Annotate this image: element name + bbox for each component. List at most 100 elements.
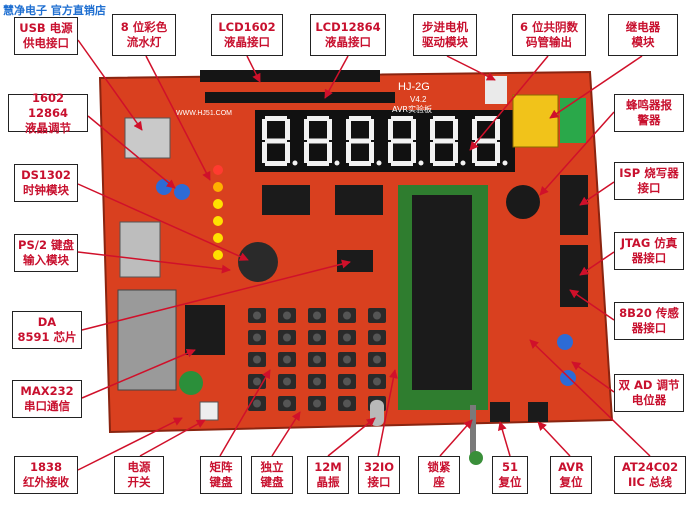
key-cap [253,399,261,408]
label-lcd1602: LCD1602 液晶接口 [211,14,283,56]
segment-digit [304,116,340,166]
label-power: 电源 开关 [114,456,164,494]
key-cap [313,333,321,342]
label-avrreset: AVR 复位 [550,456,592,494]
label-lock: 锁紧 座 [418,456,460,494]
label-ds1302: DS1302 时钟模块 [14,164,78,202]
driver-chip-1 [262,185,310,215]
label-segment: 6 位共阴数 码管输出 [512,14,586,56]
callout-arrow [327,417,376,457]
label-usb: USB 电源 供电接口 [14,17,78,55]
callout-arrow [81,259,351,331]
led [213,216,223,226]
key-cap [253,311,261,320]
callout-arrow [77,251,231,274]
callout-arrow [579,251,615,276]
label-ds18b20: 8B20 传感 器接口 [614,302,684,340]
mcu-chip [412,195,472,390]
key-cap [313,355,321,364]
label-lcdadjust: 1602 12864 液晶调节 [8,91,88,135]
jtag-header [560,245,588,307]
label-buzzer: 蜂鸣器报 警器 [614,94,684,132]
key-cap [373,355,381,364]
label-relay: 继电器 模块 [608,14,678,56]
label-isp: ISP 烧写器 接口 [614,162,684,200]
callout-arrow [219,369,271,457]
led [213,233,223,243]
board-site: WWW.HJ51.COM [176,110,232,117]
lcd12864-header [205,92,395,103]
label-dualad: 双 AD 调节 电位器 [614,374,684,412]
reset51-button [490,402,510,422]
label-jtag: JTAG 仿真 器接口 [614,232,684,270]
crystal [370,400,384,426]
board-brand: HJ-2G [398,81,430,93]
label-reset51: 51 复位 [492,456,528,494]
stepper-connector [485,76,507,104]
callout-arrow [377,369,398,457]
callout-arrow [271,411,301,457]
db9-port [117,289,177,391]
key-cap [313,311,321,320]
led [213,165,223,175]
key-cap [283,377,291,386]
lock-knob [469,451,483,465]
key-cap [313,399,321,408]
usb-connector [124,117,171,159]
callout-arrow [537,421,571,457]
callout-arrow [569,289,615,321]
segment-digit [388,116,424,166]
callout-arrow [77,417,183,471]
battery-holder [238,242,278,282]
label-io32: 32IO 接口 [358,456,400,494]
callout-arrow [246,55,261,83]
label-max232: MAX232 串口通信 [12,380,82,418]
led [213,250,223,260]
key-cap [373,311,381,320]
key-cap [283,399,291,408]
label-at24: AT24C02 IIC 总线 [614,456,686,494]
segment-digit [346,116,382,166]
buzzer [506,185,540,219]
driver-chip-2 [335,185,383,215]
callout-arrow [446,55,496,81]
key-cap [373,333,381,342]
lcd-pot-1 [156,179,172,195]
callout-arrow [87,115,176,189]
segment-digit [472,116,508,166]
led [213,199,223,209]
led [213,182,223,192]
callout-arrow [469,55,549,151]
key-cap [343,311,351,320]
key-cap [283,355,291,364]
label-ps2: PS/2 键盘 输入模块 [14,234,78,272]
ad-pot-1 [557,334,573,350]
ps2-port [119,221,161,278]
relay [512,94,559,148]
relay-terminal [560,98,586,143]
callout-arrow [571,361,615,393]
board-subtitle: AVR实验板 [392,104,432,114]
label-da: DA 8591 芯片 [12,311,82,349]
lcd-pot-2 [174,184,190,200]
callout-arrow [549,55,643,119]
key-cap [313,377,321,386]
lock-lever [470,405,476,455]
capacitor [179,371,203,395]
callout-arrow [81,349,196,399]
max232-chip [185,305,225,355]
key-cap [343,377,351,386]
callout-arrow [324,55,349,99]
key-cap [343,399,351,408]
label-indep: 独立 键盘 [251,456,293,494]
label-stepper: 步进电机 驱动模块 [413,14,477,56]
key-cap [283,333,291,342]
avr-reset-button [528,402,548,422]
segment-digit [262,116,298,166]
key-cap [343,333,351,342]
callout-arrow [77,183,249,261]
label-lcd12864: LCD12864 液晶接口 [310,14,386,56]
key-cap [253,355,261,364]
key-cap [343,355,351,364]
